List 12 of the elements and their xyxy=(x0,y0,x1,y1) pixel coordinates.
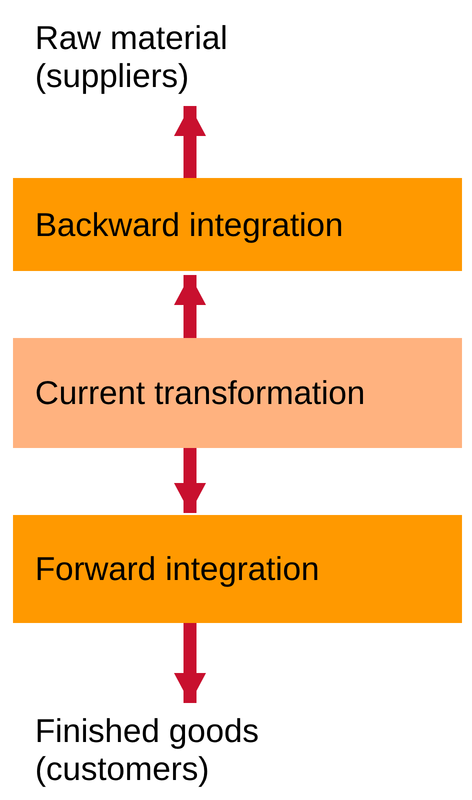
process-box xyxy=(13,515,462,623)
node-text: Forward integration xyxy=(35,550,320,588)
node-text: Backward integration xyxy=(35,206,344,244)
node-text: Current transformation xyxy=(35,374,366,412)
node-text: Finished goods (customers) xyxy=(35,712,260,788)
process-box xyxy=(13,338,462,448)
arrow xyxy=(174,623,206,703)
node-text: Raw material (suppliers) xyxy=(35,19,229,95)
arrow xyxy=(174,448,206,513)
arrow xyxy=(174,106,206,178)
arrow xyxy=(174,275,206,338)
process-box xyxy=(13,178,462,271)
